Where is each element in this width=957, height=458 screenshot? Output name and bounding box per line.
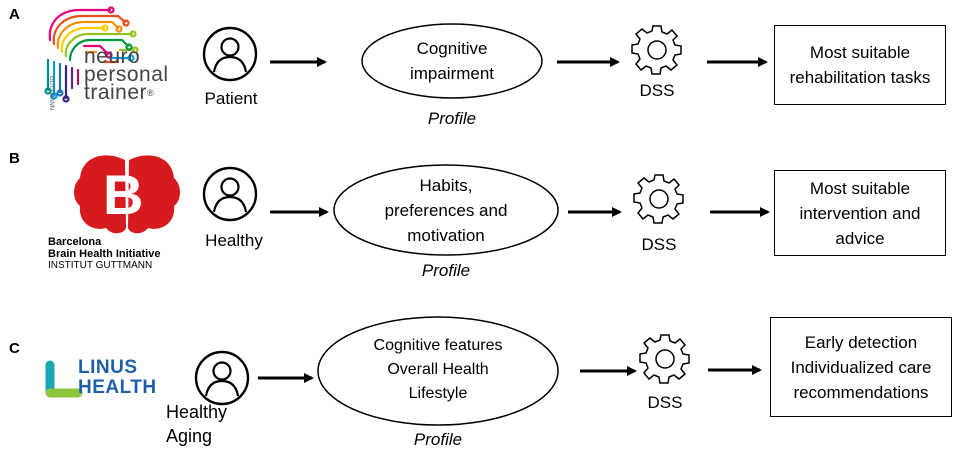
output-line: Most suitable bbox=[809, 43, 911, 62]
output-line: recommendations bbox=[793, 382, 929, 402]
output-line: rehabilitation tasks bbox=[789, 68, 931, 87]
gear-icon bbox=[631, 25, 682, 75]
person-icon bbox=[202, 166, 258, 222]
profile-line: Lifestyle bbox=[408, 385, 468, 402]
person-label: Healthy Aging bbox=[166, 400, 246, 448]
gear-icon bbox=[633, 174, 684, 224]
bbhi-brain-icon bbox=[74, 155, 180, 234]
profile-ellipse bbox=[333, 164, 559, 256]
row-label-c: C bbox=[9, 340, 20, 357]
gear-icon bbox=[639, 334, 690, 384]
profile-label: Profile bbox=[413, 430, 463, 449]
profile-line: motivation bbox=[407, 226, 485, 245]
person-label-line: Aging bbox=[166, 426, 213, 446]
profile-label: Profile bbox=[427, 109, 477, 128]
bbhi-logo-text: Barcelona Brain Health Initiative INSTIT… bbox=[48, 236, 160, 272]
profile-content: Habits, preferences and motivation bbox=[346, 173, 546, 248]
person-label: Healthy bbox=[205, 231, 263, 250]
neuro-logo-text: neuro personal trainer® bbox=[84, 45, 169, 104]
profile-line: Habits, bbox=[419, 176, 473, 195]
profile-line: impairment bbox=[409, 64, 495, 83]
output-box: Early detection Individualized care reco… bbox=[770, 317, 952, 417]
bbhi-logo-line: Brain Health Initiative bbox=[48, 248, 161, 260]
output-line: Early detection bbox=[804, 332, 918, 352]
neuro-logo-line: personal bbox=[84, 63, 169, 86]
output-box: Most suitable rehabilitation tasks bbox=[774, 25, 946, 105]
output-line: Most suitable bbox=[809, 178, 911, 198]
dss-label: DSS bbox=[641, 235, 677, 254]
profile-label: Profile bbox=[421, 261, 471, 280]
profile-ellipse bbox=[317, 316, 559, 426]
profile-line: preferences and bbox=[384, 201, 508, 220]
neuro-logo-line: neuro bbox=[84, 45, 141, 68]
registered-mark: ® bbox=[147, 88, 155, 98]
row-label-a: A bbox=[9, 6, 20, 23]
output-line: Individualized care bbox=[790, 357, 932, 377]
output-line: intervention and bbox=[799, 203, 921, 223]
output-line: advice bbox=[835, 228, 885, 248]
linus-logo-line: LINUS bbox=[78, 357, 138, 378]
person-icon bbox=[194, 350, 250, 406]
profile-ellipse bbox=[361, 23, 543, 99]
profile-line: Cognitive bbox=[416, 39, 488, 58]
linus-logo-text: LINUS HEALTH bbox=[78, 358, 157, 398]
profile-line: Overall Health bbox=[387, 361, 489, 378]
dss-label: DSS bbox=[647, 393, 683, 412]
profile-content: Cognitive features Overall Health Lifest… bbox=[328, 334, 548, 406]
bbhi-logo-line: INSTITUT GUTTMANN bbox=[48, 260, 153, 271]
row-label-b: B bbox=[9, 150, 20, 167]
profile-line: Cognitive features bbox=[373, 337, 503, 354]
dss-label: DSS bbox=[639, 81, 675, 100]
neuro-brain-icon bbox=[44, 6, 139, 103]
linus-health-icon bbox=[45, 360, 83, 398]
person-icon bbox=[202, 26, 258, 82]
person-label-line: Healthy bbox=[166, 402, 228, 422]
profile-content: Cognitive impairment bbox=[362, 36, 542, 86]
neuro-logo-vertical: GUTTMANN bbox=[48, 76, 54, 110]
person-label: Patient bbox=[204, 89, 258, 108]
bbhi-logo-letter: B bbox=[103, 163, 144, 226]
bbhi-logo-line: Barcelona bbox=[48, 236, 102, 248]
linus-logo-line: HEALTH bbox=[78, 377, 157, 398]
neuro-logo-line: trainer bbox=[84, 81, 148, 104]
output-box: Most suitable intervention and advice bbox=[774, 170, 946, 256]
